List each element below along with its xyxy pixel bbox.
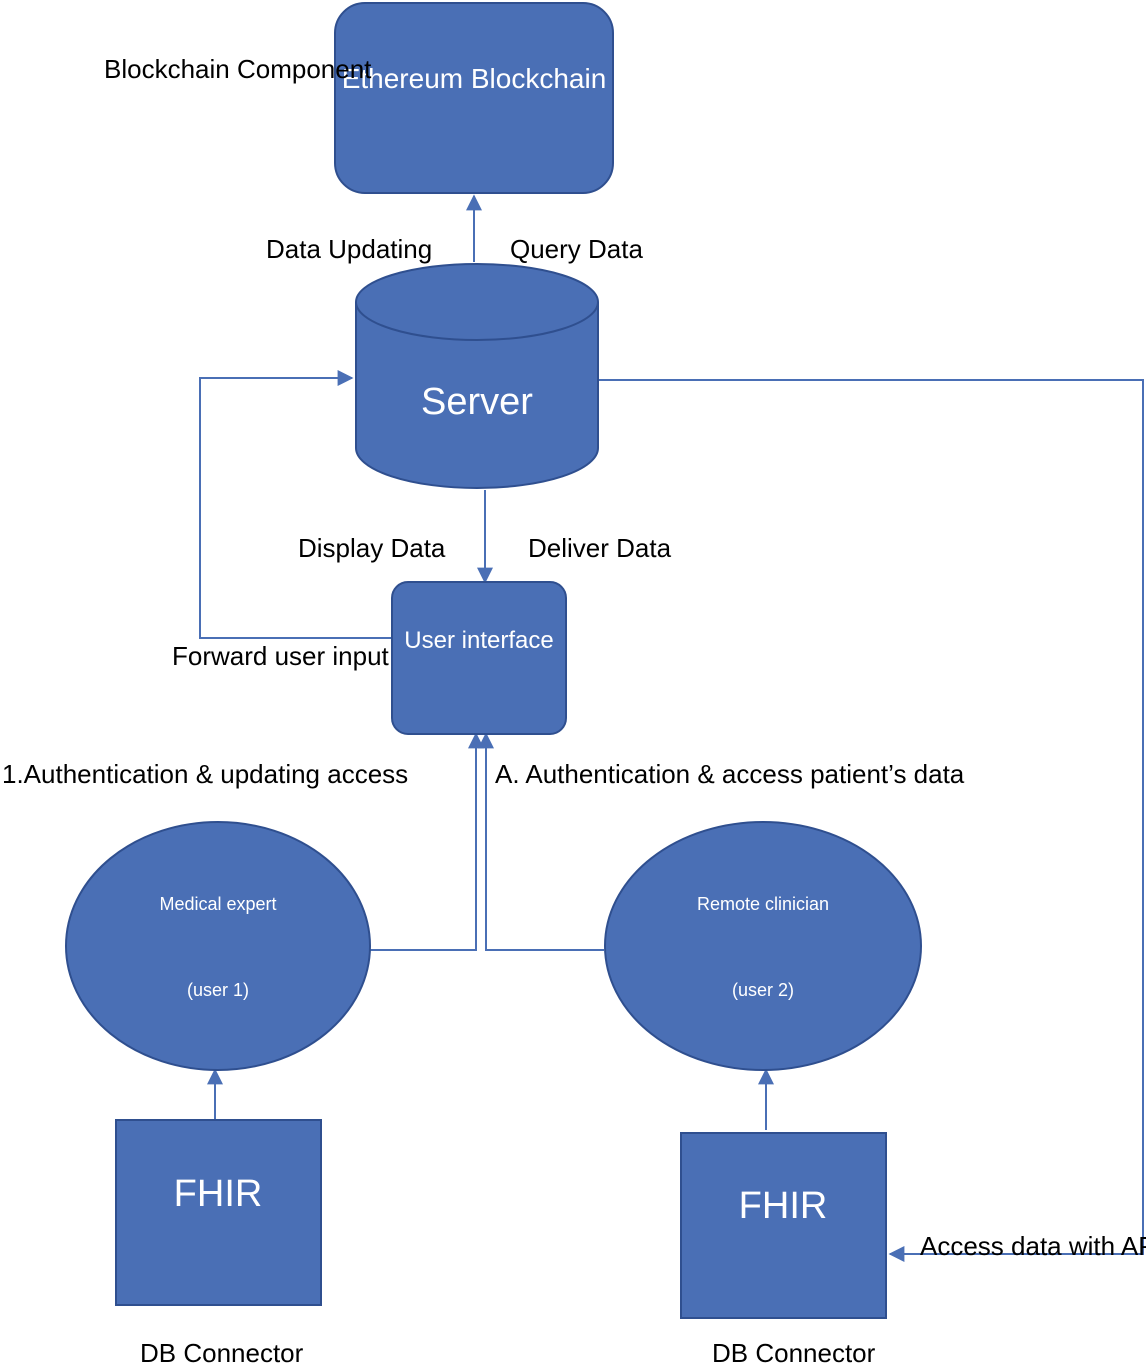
server-node [355, 263, 599, 489]
remote-clinician-title: Remote clinician [697, 894, 829, 914]
auth-update-label: 1.Authentication & updating access [2, 759, 408, 789]
remote-clinician-node [604, 821, 922, 1071]
blockchain-component-label: Blockchain Component [104, 54, 372, 84]
medical-expert-title: Medical expert [159, 894, 276, 914]
remote-clinician-subtitle: (user 2) [732, 980, 794, 1000]
forward-user-input-label: Forward user input [172, 641, 390, 671]
auth-access-label: A. Authentication & access patient’s dat… [495, 759, 965, 789]
data-updating-label: Data Updating [266, 234, 432, 264]
fhir-1-label: FHIR [174, 1173, 263, 1215]
api-access-label: Access data with API [920, 1231, 1146, 1261]
user-interface-node [391, 581, 567, 735]
server-to-fhir2-api-arrow [598, 379, 1144, 1262]
blockchain-node [334, 2, 614, 194]
medical-expert-subtitle: (user 1) [187, 980, 249, 1000]
server-label: Server [421, 381, 533, 423]
fhir-2-label: FHIR [739, 1185, 828, 1227]
blockchain-label: Ethereum Blockchain [342, 63, 607, 94]
fhir-1-node [115, 1119, 322, 1306]
query-data-label: Query Data [510, 234, 643, 264]
fhir-2-node [680, 1132, 887, 1319]
user1-to-ui-arrow [370, 732, 484, 951]
forward-input-arrow [199, 370, 392, 639]
db-connector-1-label: DB Connector [140, 1338, 304, 1368]
deliver-data-label: Deliver Data [528, 533, 672, 563]
medical-expert-node [65, 821, 371, 1071]
display-data-label: Display Data [298, 533, 446, 563]
db-connector-2-label: DB Connector [712, 1338, 876, 1368]
user-interface-label: User interface [404, 627, 553, 654]
user2-to-ui-arrow [478, 732, 604, 951]
